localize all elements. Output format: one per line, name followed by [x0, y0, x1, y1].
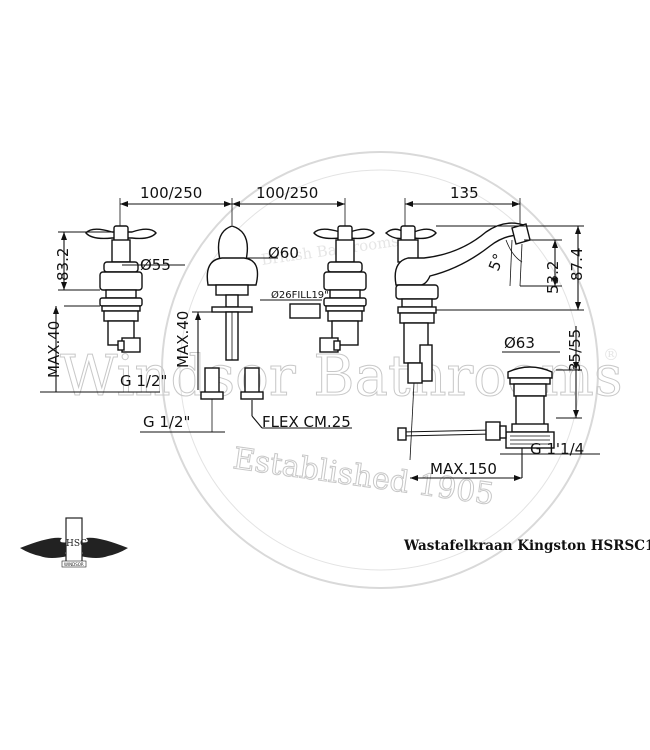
- dim-angle: 5°: [485, 251, 508, 274]
- dim-spacing-right: 100/250: [256, 184, 318, 202]
- pop-up-waste: Ø63 35/55 G 1'1/4 MAX.150: [397, 326, 600, 481]
- dim-handle-height: 83.2: [54, 248, 72, 281]
- dim-spout-reach: 135: [450, 184, 479, 202]
- dim-handle-diameter: Ø55: [140, 256, 171, 274]
- left-tap: 83.2 Ø55 MAX.40 G 1/2": [40, 225, 185, 393]
- dim-max-center: MAX.40: [174, 311, 192, 368]
- right-tap: [313, 225, 375, 353]
- top-dimensions: 100/250 100/250 135: [119, 184, 521, 232]
- side-tap: 5° 53.2 87.4: [384, 222, 586, 461]
- dim-total-height: 87.4: [568, 248, 586, 281]
- brand-logo: HSC WINDSOR: [20, 517, 128, 568]
- dim-max-left: MAX.40: [45, 321, 63, 378]
- logo-small-text: WINDSOR: [64, 562, 84, 567]
- product-caption: Wastafelkraan Kingston HSRSC1022: [403, 538, 650, 554]
- dim-center-diameter: Ø60: [268, 244, 299, 262]
- watermark-registered: ®: [603, 345, 619, 364]
- center-spout: Ø60 Ø26FILL19" MAX.40 G 1/2" FLEX CM.25: [140, 225, 352, 433]
- dim-fill-hole: Ø26FILL19": [271, 289, 329, 301]
- dim-thread-center: G 1/2": [143, 413, 190, 431]
- logo-monogram: HSC: [66, 539, 87, 549]
- dim-flex: FLEX CM.25: [262, 413, 351, 431]
- dim-waste-height: 35/55: [566, 329, 584, 372]
- dim-waste-thread: G 1'1/4: [530, 440, 584, 458]
- dim-waste-diameter: Ø63: [504, 334, 535, 352]
- dim-max-right: MAX.150: [430, 460, 497, 478]
- dim-thread-left: G 1/2": [120, 372, 167, 390]
- dim-spacing-left: 100/250: [140, 184, 202, 202]
- dim-spout-height: 53.2: [544, 261, 562, 294]
